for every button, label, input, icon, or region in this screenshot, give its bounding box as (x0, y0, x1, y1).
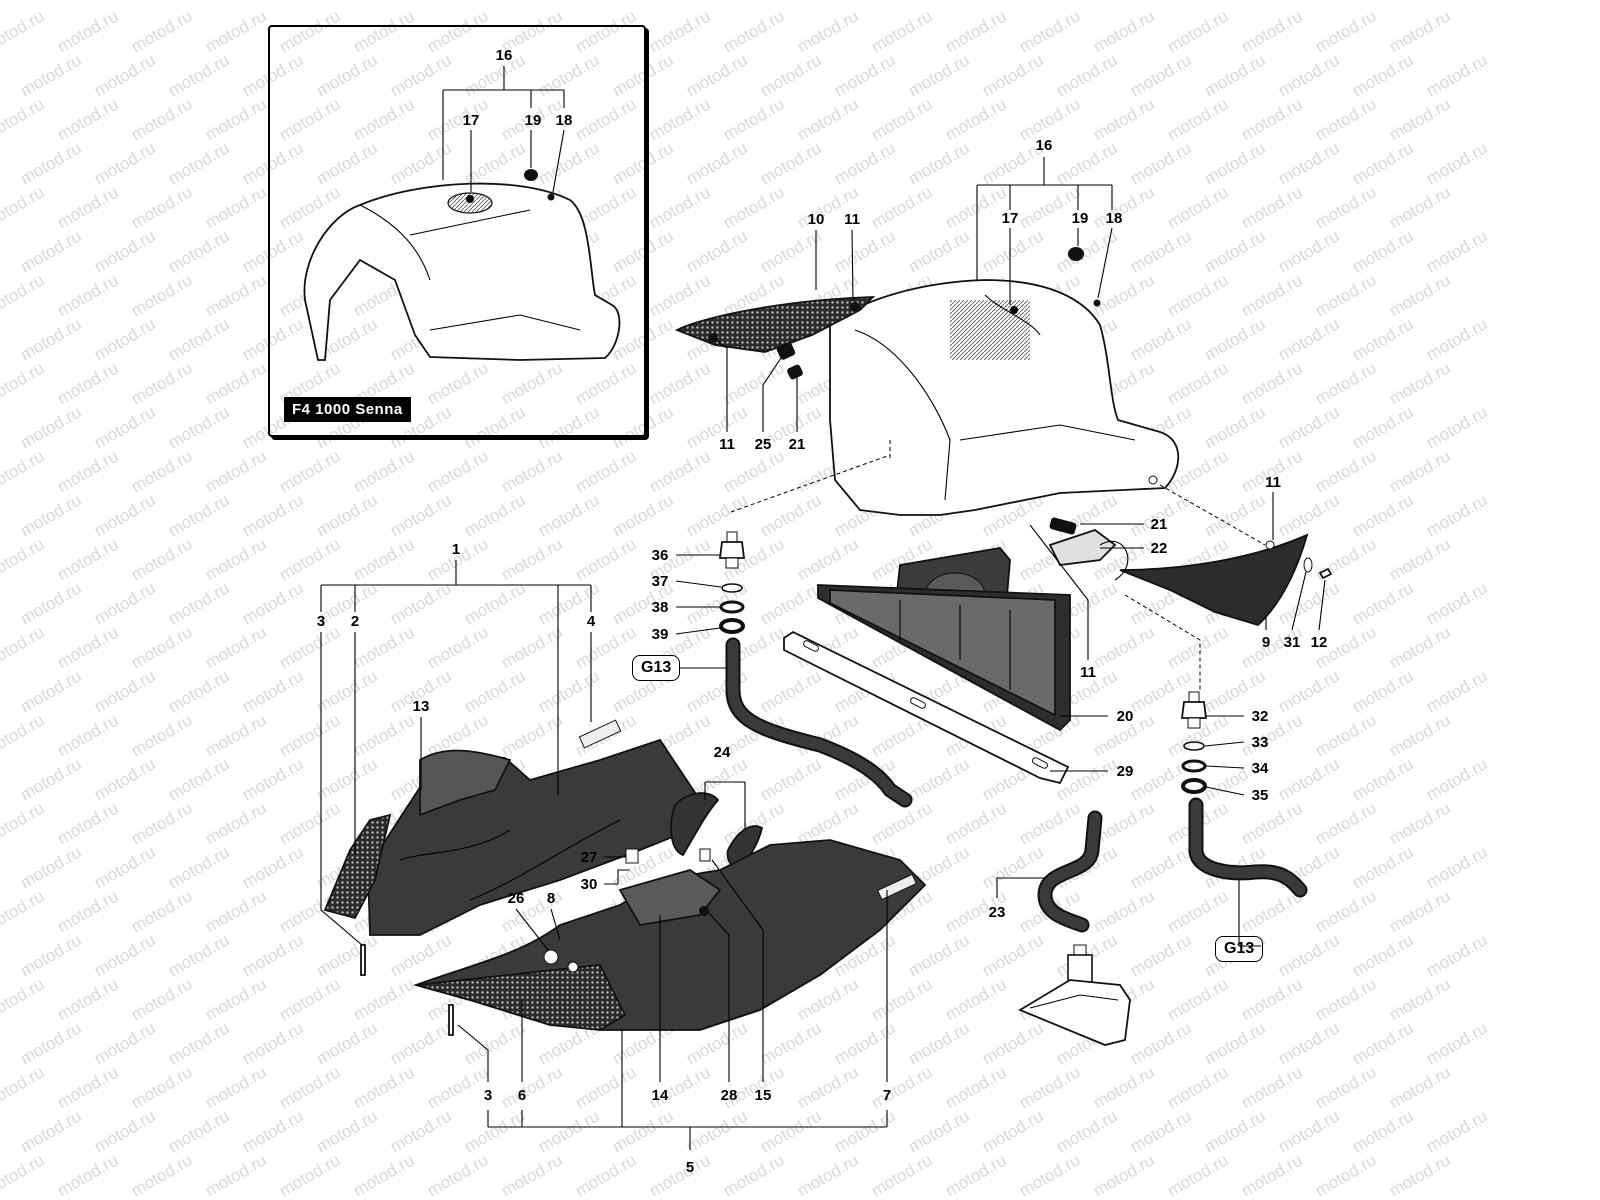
callout-25: 25 (755, 436, 772, 453)
callout-7: 7 (883, 1087, 891, 1104)
callout-35: 35 (1252, 787, 1269, 804)
callout-4: 4 (587, 613, 596, 630)
callout-31: 31 (1284, 634, 1301, 651)
spacer-21-b (1049, 517, 1077, 535)
callout-26: 26 (508, 890, 525, 907)
callout-18: 18 (1106, 210, 1123, 227)
spacer-25 (776, 342, 796, 360)
callout-14: 14 (652, 1087, 669, 1104)
grommet-11-c (1265, 540, 1275, 550)
screw-12 (1318, 567, 1333, 580)
fuel-pump-base (1018, 944, 1131, 1046)
callout-22: 22 (1151, 540, 1168, 557)
callout-29: 29 (1117, 763, 1134, 780)
callout-6: 6 (518, 1087, 526, 1104)
callout-37: 37 (652, 573, 669, 590)
spacer-21-a (787, 364, 803, 380)
mesh-panel-10 (674, 296, 876, 353)
callout-16-inset: 16 (496, 47, 513, 64)
callout-39: 39 (652, 626, 669, 643)
fitting-assembly-left (718, 531, 746, 634)
callouts-main: 16 17 19 18 10 11 11 25 21 11 21 22 11 (317, 137, 1328, 1176)
callout-27: 27 (581, 849, 598, 866)
fitting-assembly-right (1180, 691, 1208, 794)
ref-g13-left: G13 (632, 655, 681, 681)
callout-34: 34 (1252, 760, 1269, 777)
inset-callouts: 16 17 19 18 (442, 47, 573, 193)
callout-38: 38 (652, 599, 669, 616)
callout-28: 28 (721, 1087, 738, 1104)
callout-20: 20 (1117, 708, 1134, 725)
inset-fuel-tank (303, 169, 621, 361)
callout-11-left: 11 (719, 436, 735, 453)
callout-17: 17 (1002, 210, 1019, 227)
callout-33: 33 (1252, 734, 1269, 751)
callout-13: 13 (413, 698, 430, 715)
callout-19-inset: 19 (525, 112, 542, 129)
callout-5: 5 (686, 1159, 694, 1176)
callout-8: 8 (547, 890, 555, 907)
inset-model-label: F4 1000 Senna (284, 397, 411, 422)
callout-21-right: 21 (1151, 516, 1168, 533)
airbox-assembly (323, 719, 927, 1036)
grommet-11-b (850, 302, 860, 312)
side-panel-9 (1119, 533, 1309, 627)
callout-30: 30 (581, 876, 598, 893)
callout-17-inset: 17 (463, 112, 480, 129)
callout-1: 1 (452, 541, 460, 558)
callout-32: 32 (1252, 708, 1269, 725)
callout-11-top: 11 (844, 211, 860, 228)
callout-10: 10 (808, 211, 825, 228)
callout-24: 24 (714, 744, 731, 761)
callout-2: 2 (351, 613, 359, 630)
callout-21-left: 21 (789, 436, 806, 453)
callout-11-right: 11 (1265, 474, 1281, 491)
hose-right (1188, 797, 1308, 898)
callout-9: 9 (1262, 634, 1270, 651)
callout-15: 15 (755, 1087, 772, 1104)
strip-29 (783, 630, 1070, 785)
inset-panel: F4 1000 Senna (268, 25, 646, 437)
callout-3-bottom: 3 (484, 1087, 492, 1104)
callout-36: 36 (652, 547, 669, 564)
callout-19: 19 (1072, 210, 1089, 227)
callout-12: 12 (1311, 634, 1328, 651)
hose-23 (1037, 810, 1103, 933)
callout-3-top: 3 (317, 613, 325, 630)
hose-left (725, 637, 913, 808)
callout-18-inset: 18 (556, 112, 573, 129)
callout-11-bottom: 11 (1080, 664, 1096, 681)
fuel-tank (817, 247, 1180, 732)
washer-31 (1303, 557, 1313, 573)
callout-23: 23 (989, 904, 1006, 921)
callout-16: 16 (1036, 137, 1053, 154)
